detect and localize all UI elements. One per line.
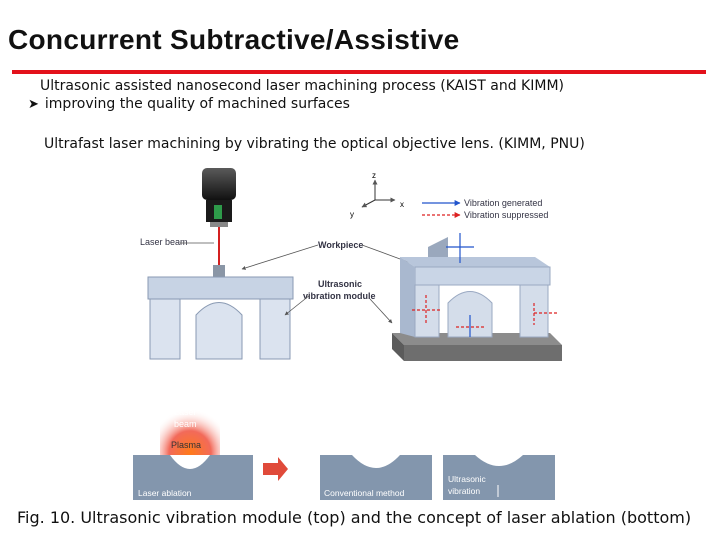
label-axis-x: x: [400, 200, 404, 209]
label-ultrasonic: Ultrasonic: [448, 474, 487, 484]
label-beam-bottom: beam: [174, 419, 197, 429]
sub-bullet-text: improving the quality of machined surfac…: [44, 96, 350, 112]
ultrasonic-module-figure: Laser beam z x y Vibration generated Vib…: [133, 168, 562, 500]
conventional-method-panel: Conventional method: [320, 455, 432, 500]
ultrasonic-vibration-panel: Ultrasonic vibration: [443, 455, 555, 500]
module-3d-view: [392, 237, 562, 361]
label-axis-z: z: [372, 171, 376, 180]
legend-vibration-generated: Vibration generated: [464, 198, 542, 208]
bullet-kaist-kimm: Ultrasonic assisted nanosecond laser mac…: [40, 78, 564, 94]
sub-bullet-quality: ➤ improving the quality of machined surfa…: [28, 96, 350, 112]
axis-icon: z x y: [350, 171, 404, 219]
label-ultrasonic-1: Ultrasonic: [318, 279, 362, 289]
arrow-bullet-icon: ➤: [28, 97, 39, 112]
vibration-arrows: [412, 233, 558, 337]
label-laser-beam: Laser beam: [140, 237, 188, 247]
figure-caption: Fig. 10. Ultrasonic vibration module (to…: [17, 508, 692, 527]
label-axis-y: y: [350, 210, 354, 219]
laser-ablation-panel: Laser beam Plasma Laser ablation: [133, 403, 253, 500]
laser-head-icon: [202, 168, 236, 227]
label-laser-ablation: Laser ablation: [138, 488, 192, 498]
workpiece-block: [213, 265, 225, 277]
label-laser-top: Laser: [174, 407, 197, 417]
label-plasma: Plasma: [171, 440, 201, 450]
bullet-ultrafast: Ultrafast laser machining by vibrating t…: [44, 136, 585, 152]
label-conventional-method: Conventional method: [324, 488, 405, 498]
label-vibration: vibration: [448, 486, 480, 496]
vibration-legend: Vibration generated Vibration suppressed: [422, 198, 548, 220]
module-front-view: [147, 276, 294, 360]
label-workpiece: Workpiece: [318, 240, 363, 250]
title-underline: [12, 70, 706, 74]
legend-vibration-suppressed: Vibration suppressed: [464, 210, 548, 220]
arrow-right-icon: [263, 457, 288, 481]
label-vibration-module: vibration module: [303, 291, 376, 301]
slide-title: Concurrent Subtractive/Assistive: [8, 24, 460, 55]
